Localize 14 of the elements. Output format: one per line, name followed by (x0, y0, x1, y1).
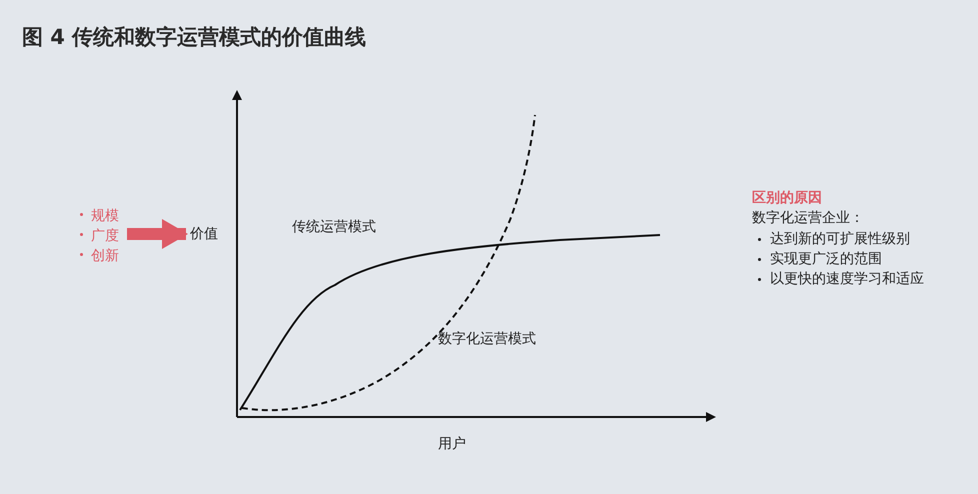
section-heading: 区别的原因 (752, 189, 822, 207)
curve-label: 数字化运营模式 (438, 330, 536, 348)
bullet-item: 实现更广泛的范围 (770, 250, 882, 268)
note-text: 数字化运营企业： (752, 209, 864, 227)
curve-label: 传统运营模式 (292, 218, 376, 236)
bullet-item: 达到新的可扩展性级别 (770, 230, 910, 248)
diagram-title: 图 4 传统和数字运营模式的价值曲线 (22, 24, 366, 50)
bullet-item: 规模 (78, 206, 119, 226)
bullet-item: 广度 (78, 226, 119, 246)
bullet-item: 以更快的速度学习和适应 (770, 270, 924, 288)
axis-label: 价值 (190, 225, 218, 243)
bullet-item: 创新 (78, 246, 119, 266)
arrow (127, 219, 188, 249)
axis-label: 用户 (438, 435, 466, 453)
